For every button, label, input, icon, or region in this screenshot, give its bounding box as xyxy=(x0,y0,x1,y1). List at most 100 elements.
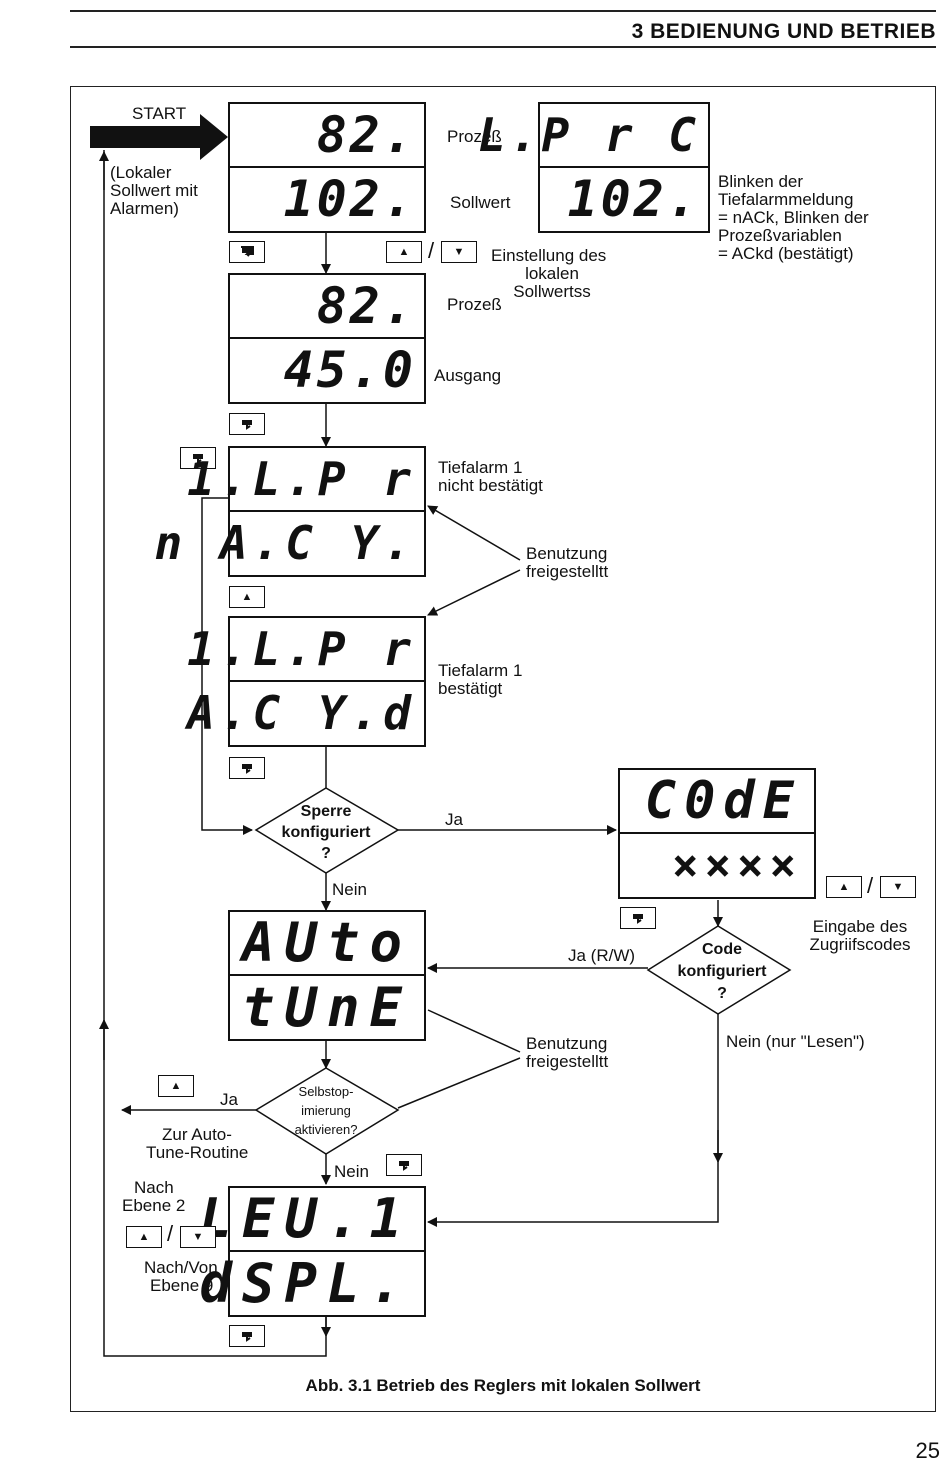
header-top-rule xyxy=(70,10,936,12)
display-alarm-ack: 1.L.P r A.C Y.d xyxy=(187,616,426,747)
setpoint-adjust-2: lokalen xyxy=(525,264,579,283)
process-label-2: Prozeß xyxy=(447,295,502,314)
lock-decision-label-3: ? xyxy=(321,845,331,862)
down-key-icon[interactable]: ▼ xyxy=(880,876,916,898)
yes-label-2: Ja xyxy=(220,1090,238,1109)
scroll-key-icon[interactable] xyxy=(229,241,265,263)
to-level-2-1: Nach xyxy=(134,1178,174,1197)
display-bottom-value: A.C Y.d xyxy=(187,686,416,741)
alarm-note-3: = nACk, Blinken der xyxy=(718,208,869,227)
code-entry-2: Zugriifscodes xyxy=(809,935,911,954)
to-level-2-2: Ebene 2 xyxy=(122,1196,186,1215)
up-key-icon[interactable]: ▲ xyxy=(826,876,862,898)
code-decision-label-3: ? xyxy=(717,985,727,1002)
start-note-1: (Lokaler xyxy=(110,163,172,182)
to-level-9-1: Nach/Von xyxy=(144,1258,218,1277)
usage-note-1: Benutzung xyxy=(526,544,608,563)
no-label: Nein xyxy=(332,880,367,899)
display-top-value: 82. xyxy=(230,104,424,168)
display-process-setpoint: 82. 102. xyxy=(228,102,426,233)
display-top-value: AUto xyxy=(230,911,424,976)
display-auto-tune: AUto tUnE xyxy=(228,910,426,1041)
display-bottom-value: ×××× xyxy=(672,839,802,891)
selftune-decision-diamond xyxy=(254,1067,400,1155)
display-top-value: C0dE xyxy=(620,770,814,834)
scroll-key-icon[interactable] xyxy=(229,757,265,779)
output-label: Ausgang xyxy=(434,366,502,385)
lock-decision-diamond xyxy=(254,787,400,874)
display-bottom-value: dSPL. xyxy=(199,1251,412,1315)
lock-decision-label-2: konfiguriert xyxy=(281,824,371,841)
header-bottom-rule xyxy=(70,46,936,48)
alarm-note-1: Blinken der xyxy=(718,172,804,191)
start-note-3: Alarmen) xyxy=(110,199,179,218)
alarm-unack-1: Tiefalarm 1 xyxy=(438,458,523,477)
scroll-key-icon[interactable] xyxy=(620,907,656,929)
slash-separator: / xyxy=(428,238,435,263)
scroll-key-icon[interactable] xyxy=(180,447,216,469)
display-process-output: 82. 45.0 xyxy=(228,273,426,404)
usage-note-2: freigestelltt xyxy=(526,562,609,581)
display-low-alarm: L.P r C 102. xyxy=(478,102,710,233)
display-top-value: L.P r C xyxy=(478,104,708,168)
selftune-decision-label-3: aktivieren? xyxy=(294,1122,358,1137)
up-key-icon[interactable]: ▲ xyxy=(126,1226,162,1248)
display-bottom-value: n A.C Y. xyxy=(154,516,416,571)
alarm-ack-1: Tiefalarm 1 xyxy=(438,661,523,680)
start-note-2: Sollwert mit xyxy=(110,181,198,200)
process-label: Prozeß xyxy=(447,127,502,146)
figure-frame xyxy=(70,86,936,1412)
setpoint-adjust-1: Einstellung des xyxy=(491,246,607,265)
display-top-value: LEU.1 xyxy=(199,1187,424,1252)
usage-note-2-2: freigestelltt xyxy=(526,1052,609,1071)
slash-separator: / xyxy=(167,1221,174,1246)
display-top-value: 1.L.P r xyxy=(187,618,424,682)
lock-decision-label-1: Sperre xyxy=(300,803,352,820)
up-key-icon[interactable]: ▲ xyxy=(386,241,422,263)
up-key-icon[interactable]: ▲ xyxy=(158,1075,194,1097)
page-number: 25 xyxy=(915,1438,940,1463)
down-key-icon[interactable]: ▼ xyxy=(180,1226,216,1248)
alarm-note-2: Tiefalarmmeldung xyxy=(718,190,854,209)
no-label-2: Nein xyxy=(334,1162,369,1181)
yes-label: Ja xyxy=(445,810,463,829)
no-read-only-label: Nein (nur "Lesen") xyxy=(726,1032,865,1051)
autotune-note-1: Zur Auto- xyxy=(162,1125,232,1144)
scroll-key-icon[interactable] xyxy=(229,413,265,435)
alarm-note-5: = ACkd (bestätigt) xyxy=(718,244,854,263)
setpoint-adjust-3: Sollwertss xyxy=(513,282,591,301)
display-top-value: 82. xyxy=(230,275,424,339)
alarm-note-4: Prozeßvariablen xyxy=(718,226,842,245)
alarm-unack-2: nicht bestätigt xyxy=(438,476,543,495)
code-decision-label-1: Code xyxy=(702,941,742,958)
display-bottom-value: 45.0 xyxy=(283,341,416,400)
down-key-icon[interactable]: ▼ xyxy=(441,241,477,263)
code-entry-1: Eingabe des xyxy=(812,917,908,936)
yes-rw-label: Ja (R/W) xyxy=(568,946,636,965)
start-arrow xyxy=(90,114,228,160)
alarm-ack-2: bestätigt xyxy=(438,679,503,698)
setpoint-label: Sollwert xyxy=(450,193,511,212)
section-title: 3 BEDIENUNG UND BETRIEB xyxy=(631,20,936,43)
usage-note-2-1: Benutzung xyxy=(526,1034,608,1053)
selftune-decision-label-2: imierung xyxy=(301,1103,351,1118)
display-bottom-value: 102. xyxy=(283,170,416,229)
scroll-key-icon[interactable] xyxy=(386,1154,422,1176)
display-code: C0dE ×××× xyxy=(618,768,816,899)
display-level: LEU.1 dSPL. xyxy=(199,1186,426,1317)
selftune-decision-label-1: Selbstop- xyxy=(298,1084,354,1099)
display-bottom-value: 102. xyxy=(567,170,700,229)
up-key-icon[interactable]: ▲ xyxy=(229,586,265,608)
display-bottom-value: tUnE xyxy=(241,975,412,1039)
start-label: START xyxy=(132,104,187,123)
code-decision-diamond xyxy=(646,925,792,1015)
scroll-key-icon[interactable] xyxy=(229,1325,265,1347)
to-level-9-2: Ebene 9 xyxy=(150,1276,214,1295)
autotune-note-2: Tune-Routine xyxy=(146,1143,249,1162)
code-decision-label-2: konfiguriert xyxy=(677,963,767,980)
figure-caption: Abb. 3.1 Betrieb des Reglers mit lokalen… xyxy=(305,1376,701,1395)
display-alarm-unack: 1.L.P r n A.C Y. xyxy=(154,446,426,577)
display-top-value: 1.L.P r xyxy=(187,448,424,512)
slash-separator: / xyxy=(867,873,874,898)
